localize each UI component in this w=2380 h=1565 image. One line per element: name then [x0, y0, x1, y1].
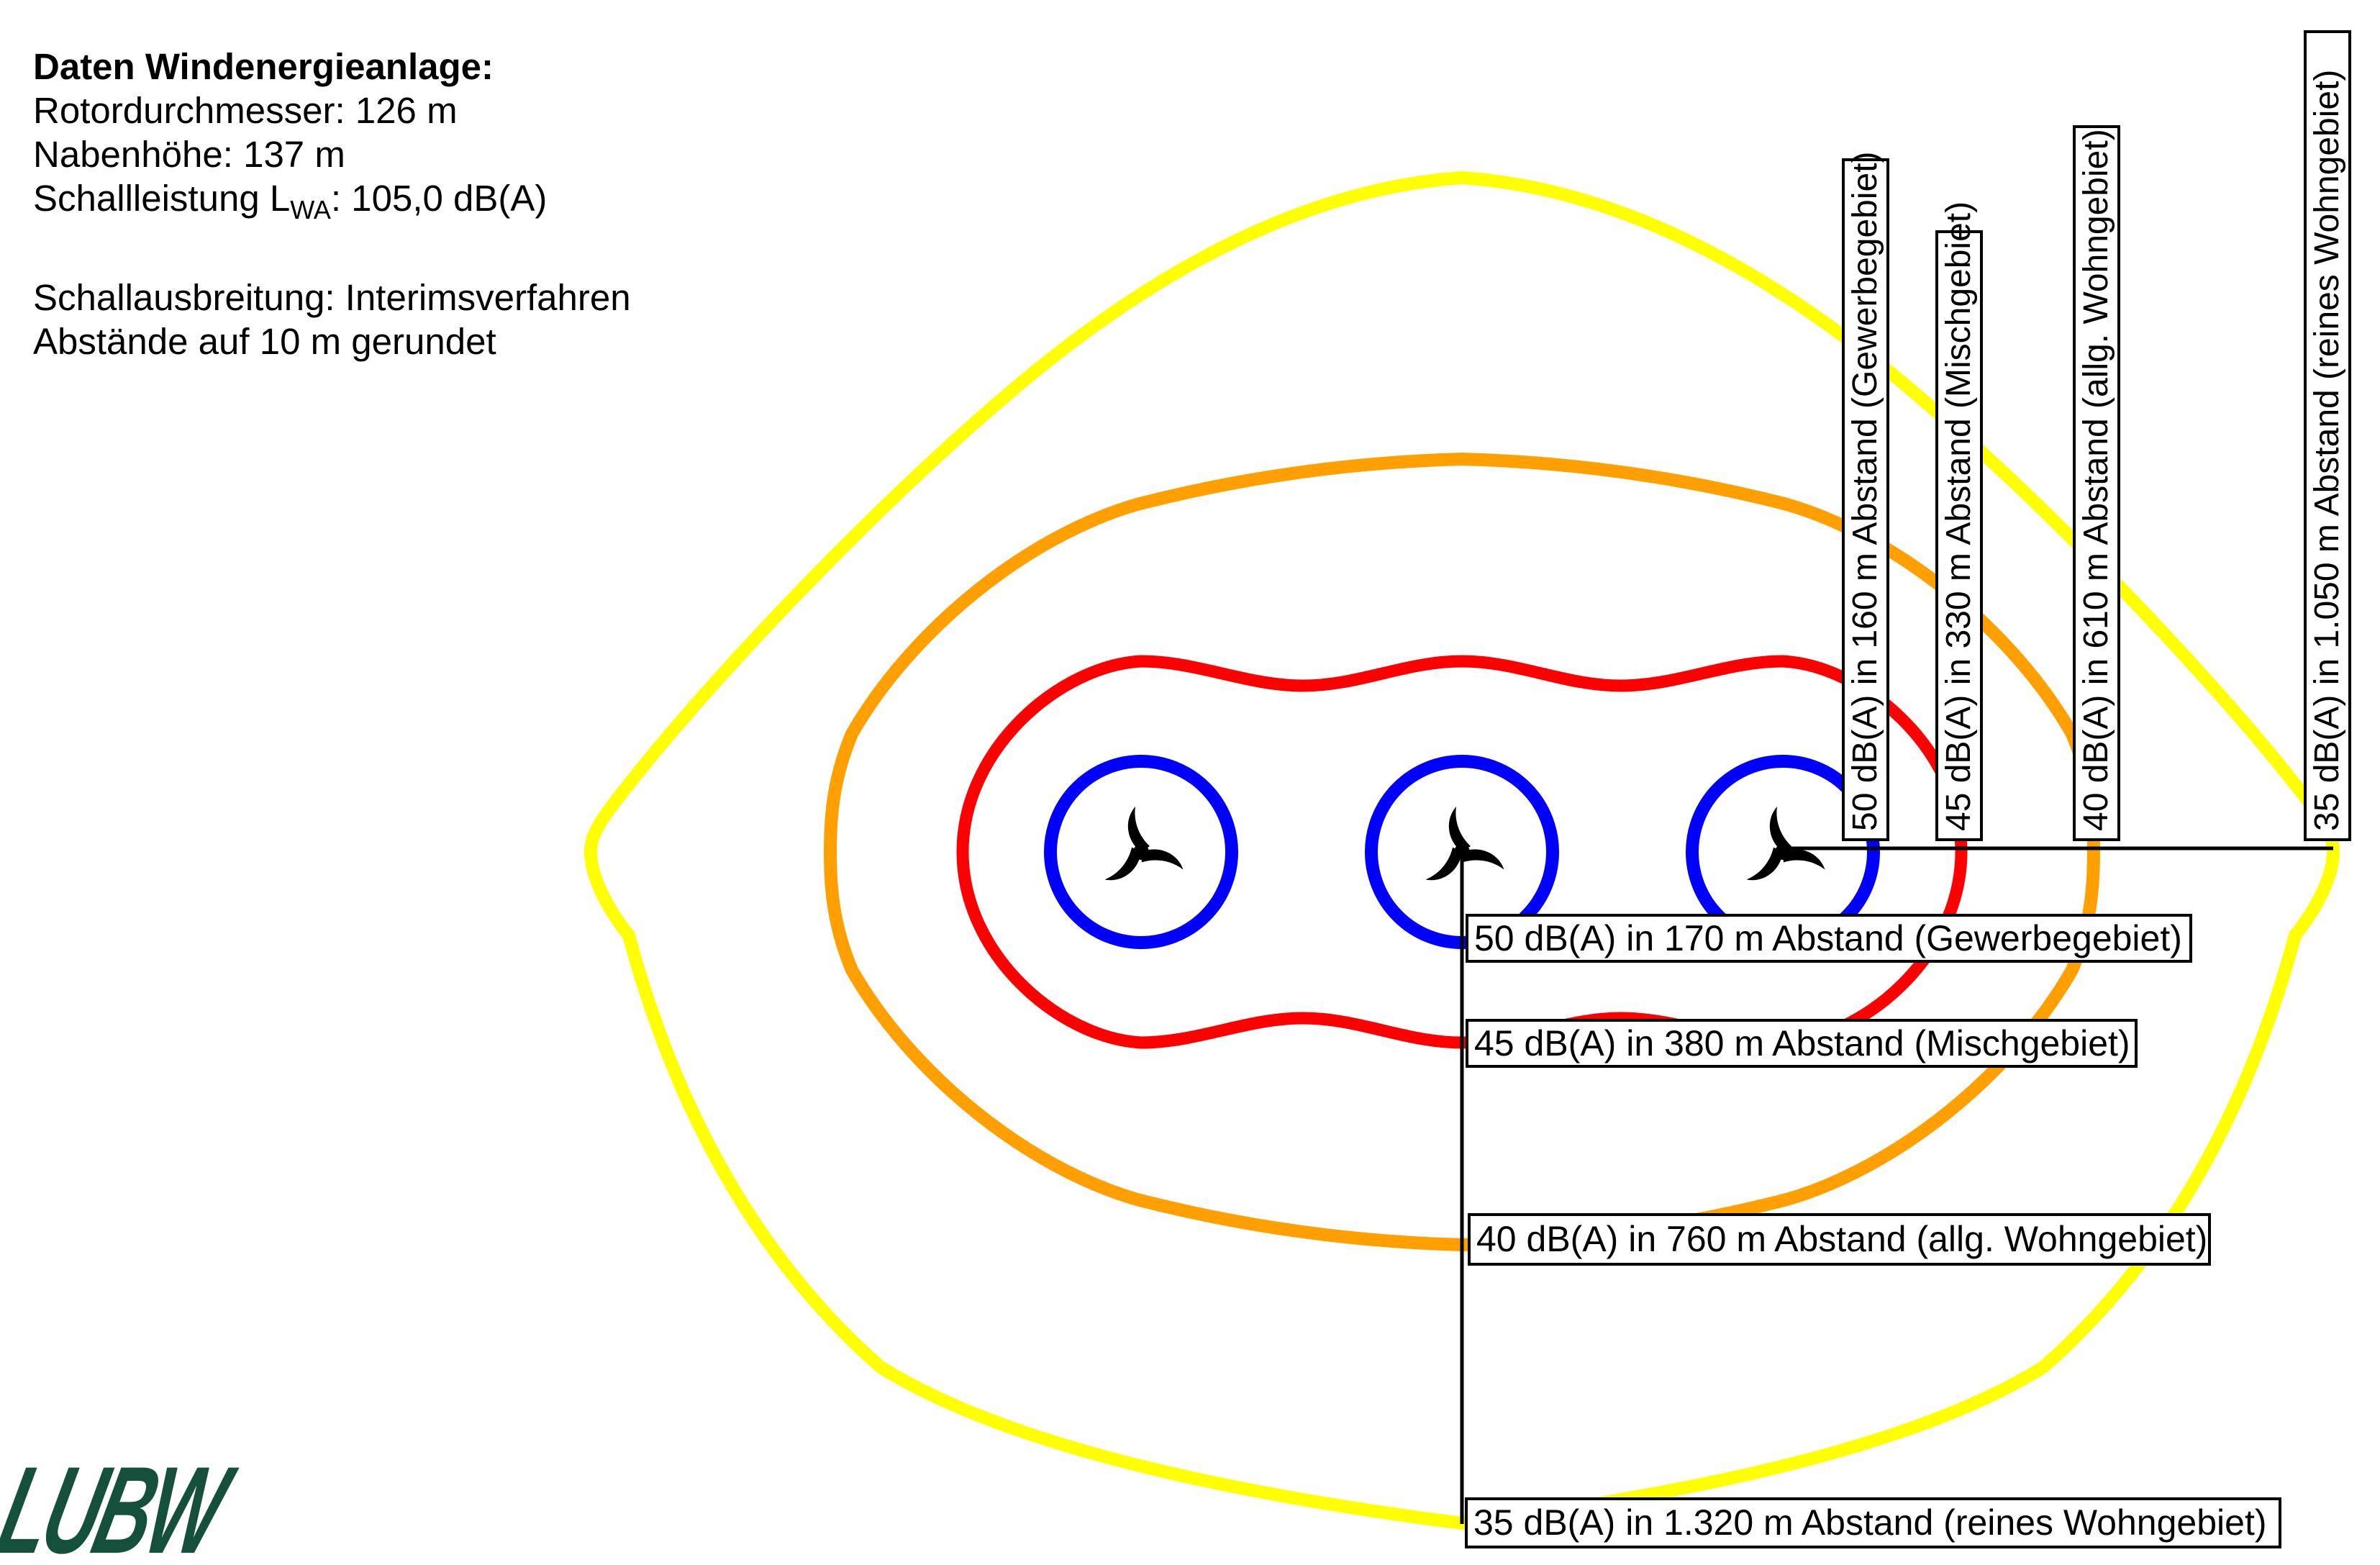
lubw-logo: LUBW: [0, 1441, 237, 1565]
sound-power: Schallleistung LWA: 105,0 dB(A): [33, 178, 548, 225]
rounding-note: Abstände auf 10 m gerundet: [33, 321, 496, 363]
label-40db-horizontal: 40 dB(A) in 760 m Abstand (allg. Wohngeb…: [1468, 1213, 2211, 1266]
contour-50db-left: [1044, 755, 1238, 949]
label-45db-horizontal: 45 dB(A) in 380 m Abstand (Mischgebiet): [1466, 1019, 2138, 1068]
rotor-diameter: Rotordurchmesser: 126 m: [33, 90, 458, 131]
label-40db-vertical: 40 dB(A) in 610 m Abstand (allg. Wohngeb…: [2073, 125, 2120, 841]
label-45db-vertical: 45 dB(A) in 330 m Abstand (Mischgebiet): [1935, 201, 1983, 841]
wind-turbine-right: [1746, 807, 1825, 881]
hub-height: Nabenhöhe: 137 m: [33, 134, 345, 175]
wind-turbine-left: [1104, 807, 1184, 881]
label-50db-horizontal: 50 dB(A) in 170 m Abstand (Gewerbegebiet…: [1466, 914, 2192, 963]
wind-turbine-middle: [1425, 807, 1504, 881]
turbine-data-panel: Daten Windenergieanlage: Rotordurchmesse…: [33, 45, 631, 363]
propagation-method: Schallausbreitung: Interimsverfahren: [33, 277, 631, 319]
label-35db-horizontal: 35 dB(A) in 1.320 m Abstand (reines Wohn…: [1465, 1497, 2281, 1548]
label-35db-vertical: 35 dB(A) in 1.050 m Abstand (reines Wohn…: [2304, 30, 2351, 841]
label-50db-vertical: 50 dB(A) in 160 m Abstand (Gewerbegebiet…: [1842, 151, 1889, 841]
panel-title: Daten Windenergieanlage:: [33, 46, 494, 87]
